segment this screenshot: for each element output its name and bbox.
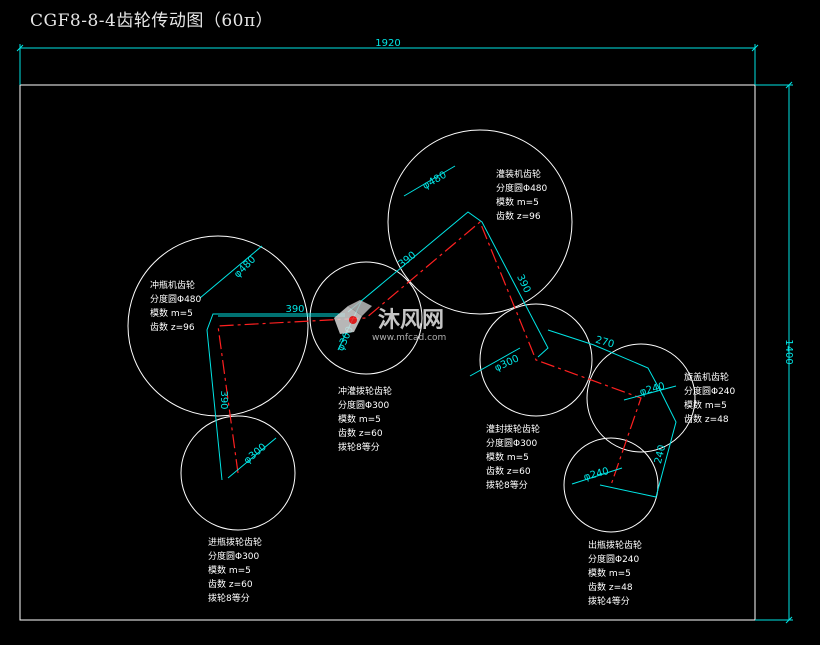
gear-circle-filler (387, 129, 573, 315)
dia-rinser: φ480 (232, 254, 258, 280)
gear-spec-line: 分度圆Φ480 (150, 293, 202, 305)
gear-spec-line: 模数 m=5 (338, 413, 381, 425)
annotation-outfeed-starwheel: 出瓶拨轮齿轮 分度圆Φ240 模数 m=5 齿数 z=48 拨轮4等分 (588, 539, 642, 607)
gear-spec-line: 分度圆Φ300 (338, 399, 390, 411)
gear-circle-infeed-starwheel (180, 415, 296, 531)
gear-name: 出瓶拨轮齿轮 (588, 539, 642, 551)
gear-spec-line: 模数 m=5 (588, 567, 631, 579)
height-label: 1400 (783, 339, 794, 364)
dia-infeed: φ300 (242, 442, 269, 467)
dim-rinser-infeed: 390 (218, 390, 229, 409)
gear-spec-line: 分度圆Φ240 (684, 385, 736, 397)
gear-spec-line: 模数 m=5 (486, 451, 529, 463)
gear-spec-line: 拨轮8等分 (208, 592, 250, 604)
dim-capping-capper: 270 (594, 335, 615, 351)
watermark: 沐风网 www.mfcad.com (334, 300, 446, 343)
gear-circle-capping-starwheel (479, 303, 593, 417)
gear-name: 进瓶拨轮齿轮 (208, 536, 262, 548)
dim-rinser-transfer: 390 (285, 304, 304, 315)
center-lines (217, 221, 642, 486)
watermark-url: www.mfcad.com (372, 333, 446, 343)
gear-spec-line: 齿数 z=60 (338, 427, 383, 439)
annotation-infeed-starwheel: 进瓶拨轮齿轮 分度圆Φ300 模数 m=5 齿数 z=60 拨轮8等分 (208, 536, 262, 604)
annotation-capper: 旋盖机齿轮 分度圆Φ240 模数 m=5 齿数 z=48 (684, 371, 736, 425)
dia-outfeed: φ240 (583, 466, 611, 483)
gear-spec-line: 模数 m=5 (208, 564, 251, 576)
dia-filler: φ480 (421, 170, 449, 192)
annotation-rinser: 冲瓶机齿轮 分度圆Φ480 模数 m=5 齿数 z=96 (150, 279, 202, 333)
gear-spec-line: 模数 m=5 (150, 307, 193, 319)
gear-spec-line: 分度圆Φ240 (588, 553, 640, 565)
gear-spec-line: 齿数 z=96 (150, 321, 195, 333)
width-label: 1920 (375, 38, 400, 49)
gear-spec-line: 分度圆Φ300 (486, 437, 538, 449)
dim-transfer-filler: 390 (397, 250, 419, 270)
gear-spec-line: 拨轮8等分 (338, 441, 380, 453)
annotation-capping-starwheel: 灌封拨轮齿轮 分度圆Φ300 模数 m=5 齿数 z=60 拨轮8等分 (486, 423, 540, 491)
gear-spec-line: 齿数 z=48 (588, 581, 633, 593)
dia-capping: φ300 (493, 353, 521, 374)
gear-name: 冲灌拨轮齿轮 (338, 385, 392, 397)
gear-name: 灌装机齿轮 (496, 168, 541, 180)
gear-spec-line: 拨轮4等分 (588, 595, 630, 607)
height-dimension (755, 81, 793, 624)
annotation-transfer-starwheel: 冲灌拨轮齿轮 分度圆Φ300 模数 m=5 齿数 z=60 拨轮8等分 (338, 385, 392, 453)
gear-circle-capper (586, 343, 696, 453)
drawing-frame (19, 84, 756, 621)
drawing-title: CGF8-8-4齿轮传动图（60π） (30, 11, 274, 31)
dim-capper-outfeed: 240 (653, 444, 668, 465)
gear-spec-line: 分度圆Φ300 (208, 550, 260, 562)
gear-circle-rinser (127, 235, 309, 417)
gear-spec-line: 齿数 z=48 (684, 413, 729, 425)
gear-name: 灌封拨轮齿轮 (486, 423, 540, 435)
gear-name: 冲瓶机齿轮 (150, 279, 195, 291)
gear-spec-line: 拨轮8等分 (486, 479, 528, 491)
gear-circle-transfer-starwheel (309, 261, 423, 375)
gear-spec-line: 齿数 z=60 (208, 578, 253, 590)
annotation-filler: 灌装机齿轮 分度圆Φ480 模数 m=5 齿数 z=96 (496, 168, 548, 222)
gear-spec-line: 齿数 z=60 (486, 465, 531, 477)
watermark-logo-icon (334, 300, 372, 334)
width-dimension (16, 44, 759, 85)
gear-spec-line: 齿数 z=96 (496, 210, 541, 222)
dia-capper: φ240 (639, 381, 667, 398)
gear-spec-line: 模数 m=5 (684, 399, 727, 411)
watermark-brand: 沐风网 (378, 308, 444, 333)
gear-name: 旋盖机齿轮 (684, 371, 729, 383)
gear-circle-outfeed-starwheel (563, 437, 659, 533)
gear-spec-line: 分度圆Φ480 (496, 182, 548, 194)
gear-spec-line: 模数 m=5 (496, 196, 539, 208)
dim-filler-capping: 390 (514, 273, 532, 295)
